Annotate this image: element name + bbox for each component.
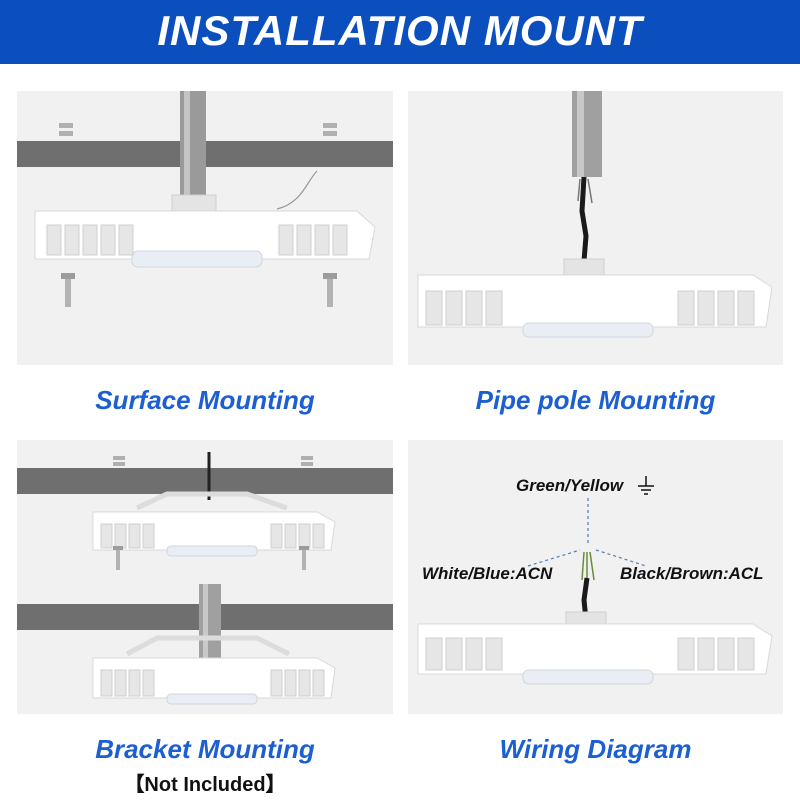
mounting-bracket xyxy=(135,491,288,511)
live-wire-label: Black/Brown:ACL xyxy=(620,564,764,583)
screw-icon xyxy=(113,546,123,570)
mounting-pipe xyxy=(180,91,206,211)
surface-mounting-illustration xyxy=(17,91,393,307)
light-fixture xyxy=(92,657,336,705)
power-cable xyxy=(579,176,589,262)
surface-mounting-panel xyxy=(17,91,393,365)
nut-icon xyxy=(301,456,313,466)
mounting-pipe xyxy=(199,584,221,658)
ceiling-beam xyxy=(17,468,393,494)
nut-icon xyxy=(59,123,73,136)
ground-wire-label: Green/Yellow xyxy=(516,476,624,495)
pipe-mounting-caption: Pipe pole Mounting xyxy=(475,385,716,415)
light-fixture xyxy=(417,611,773,685)
mounting-bracket xyxy=(125,635,291,657)
nut-icon xyxy=(113,456,125,466)
neutral-wire-label: White/Blue:ACN xyxy=(422,564,553,583)
pipe-mounting-illustration xyxy=(417,91,773,338)
light-fixture xyxy=(417,258,773,338)
wiring-diagram-panel: Green/Yellow White/Blue:ACN Black/Brown:… xyxy=(408,440,783,714)
screw-icon xyxy=(323,273,337,307)
light-fixture xyxy=(92,511,336,557)
bracket-mounting-caption: Bracket Mounting xyxy=(95,734,315,764)
not-included-note: 【Not Included】 xyxy=(124,774,286,796)
bracket-mounting-illustration xyxy=(17,452,393,705)
screw-icon xyxy=(299,546,309,570)
nut-icon xyxy=(323,123,337,136)
bracket-mounting-panel xyxy=(17,440,393,714)
page-title: INSTALLATION MOUNT xyxy=(157,7,643,54)
light-fixture xyxy=(34,194,376,268)
wiring-diagram-illustration xyxy=(417,476,773,685)
screw-icon xyxy=(61,273,75,307)
ground-icon xyxy=(638,476,654,495)
pole-pipe xyxy=(572,91,602,177)
wiring-diagram-caption: Wiring Diagram xyxy=(499,734,692,764)
title-banner: INSTALLATION MOUNT xyxy=(0,0,800,64)
surface-mounting-caption: Surface Mounting xyxy=(95,385,315,415)
pipe-mounting-panel xyxy=(408,91,783,365)
